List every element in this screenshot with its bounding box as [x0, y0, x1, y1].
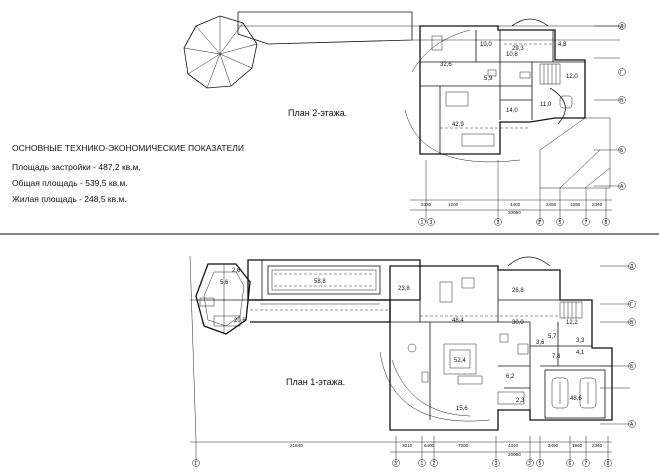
room-area: 2,3	[516, 398, 525, 404]
svg-text:Б: Б	[630, 364, 634, 370]
room-area: 6,2	[506, 374, 515, 380]
dimension-value: 4440	[508, 443, 519, 448]
dimension-value: 3010	[402, 443, 413, 448]
gallery-roof	[237, 11, 413, 45]
dimension-value: 6400	[424, 443, 435, 448]
room-area: 14,0	[506, 108, 518, 114]
indicator-built-area: Площадь застройки - 487,2 кв.м,	[12, 162, 141, 172]
dimension-value: 4402	[510, 202, 521, 207]
svg-text:3': 3'	[538, 220, 542, 226]
indicator-living-area: Жилая площадь - 248,5 кв.м.	[12, 194, 127, 204]
furniture	[431, 35, 573, 147]
svg-text:3: 3	[495, 461, 498, 467]
dimension-value: 3490	[546, 202, 557, 207]
svg-text:А: А	[620, 184, 624, 190]
dimension-total: 20060	[508, 452, 521, 457]
svg-text:7: 7	[585, 220, 588, 226]
svg-text:Г: Г	[630, 302, 633, 308]
room-area: 5,6	[220, 280, 229, 286]
grid-axes-lower	[190, 265, 630, 462]
technical-indicators: ОСНОВНЫЕ ТЕХНИКО-ЭКОНОМИЧЕСКИЕ ПОКАЗАТЕЛ…	[12, 143, 244, 204]
svg-text:7: 7	[585, 461, 588, 467]
grid-axes-upper	[410, 25, 620, 222]
deck-details	[199, 297, 380, 327]
indicator-total-area: Общая площадь - 539,5 кв.м.	[12, 178, 128, 188]
svg-text:Д: Д	[630, 264, 634, 270]
dimension-value: 2340	[592, 202, 603, 207]
svg-text:Д: Д	[620, 24, 624, 30]
second-floor-title: План 2-этажа.	[288, 108, 347, 118]
svg-text:3': 3'	[528, 461, 532, 467]
room-area: 12,0	[566, 74, 578, 80]
svg-text:8: 8	[605, 220, 608, 226]
dimension-value: 3490	[548, 443, 559, 448]
room-area: 20,6	[234, 318, 246, 324]
room-area: 29,3	[512, 46, 524, 52]
room-area: 52,4	[454, 358, 466, 364]
room-area: 10,8	[506, 52, 518, 58]
svg-text:1: 1	[421, 461, 424, 467]
svg-text:Б: Б	[620, 148, 624, 154]
room-area: 4,8	[558, 42, 567, 48]
furniture-lower	[407, 277, 529, 385]
room-area: 4,1	[576, 350, 585, 356]
svg-text:6: 6	[569, 461, 572, 467]
room-area: 5,7	[548, 334, 557, 340]
staircase	[539, 63, 561, 85]
room-area: 2,6	[232, 268, 241, 274]
room-area: 3,3	[576, 338, 585, 344]
room-area: 48,6	[570, 396, 582, 402]
room-area: 12,2	[566, 320, 578, 326]
svg-text:3': 3'	[394, 461, 398, 467]
garage	[544, 369, 606, 419]
dimension-value: 21840	[290, 443, 303, 448]
axis-markers-upper: 1 3 3 3' 5 7 8 Д Г В Б А	[418, 22, 626, 226]
room-area: 7,8	[552, 354, 561, 360]
room-area: 58,8	[314, 279, 326, 285]
first-floor-title: План 1-этажа.	[286, 377, 345, 387]
room-area: 26,8	[512, 288, 524, 294]
svg-text:1': 1'	[194, 461, 198, 467]
staircase-lower	[497, 301, 583, 405]
room-area: 42,9	[452, 122, 464, 128]
dimension-total: 20060	[508, 210, 521, 215]
svg-text:5: 5	[539, 461, 542, 467]
room-area: 32,6	[440, 62, 452, 68]
dimension-value: 1960	[572, 443, 583, 448]
svg-text:2: 2	[433, 461, 436, 467]
dimension-value: 7200	[458, 443, 469, 448]
svg-text:Г: Г	[620, 70, 623, 76]
svg-text:8: 8	[607, 461, 610, 467]
room-area: 23,8	[398, 286, 410, 292]
indicators-heading: ОСНОВНЫЕ ТЕХНИКО-ЭКОНОМИЧЕСКИЕ ПОКАЗАТЕЛ…	[12, 143, 244, 153]
svg-text:5: 5	[559, 220, 562, 226]
dimension-value: 2330	[421, 202, 432, 207]
first-floor-plan: 2,6 5,6 58,8 23,8 26,8 20,6 48,4 30,0 12…	[189, 255, 636, 467]
dimension-value: 1200	[448, 202, 459, 207]
second-floor-plan: 10,0 29,3 4,8 32,6 10,8 5,9 12,0 14,0 11…	[183, 11, 626, 226]
svg-text:3: 3	[430, 220, 433, 226]
room-area: 11,0	[540, 102, 552, 108]
room-area: 5,9	[484, 76, 493, 82]
room-area: 10,0	[480, 42, 492, 48]
svg-text:А: А	[630, 422, 634, 428]
svg-text:В: В	[630, 320, 634, 326]
room-area: 30,0	[512, 320, 524, 326]
axis-markers-lower: 1' 3' 1 2 3 3' 5 6 7 8 Д Г В Б А	[192, 262, 636, 467]
first-floor-walls	[389, 265, 613, 431]
dimension-value: 2340	[592, 443, 603, 448]
room-area: 15,6	[456, 406, 468, 412]
svg-text:1: 1	[421, 220, 424, 226]
svg-text:3: 3	[497, 220, 500, 226]
dimension-value: 1590	[570, 202, 581, 207]
room-area: 3,6	[536, 340, 545, 346]
svg-text:В: В	[620, 98, 624, 104]
room-area: 48,4	[452, 318, 464, 324]
gazebo-roof	[183, 15, 258, 89]
